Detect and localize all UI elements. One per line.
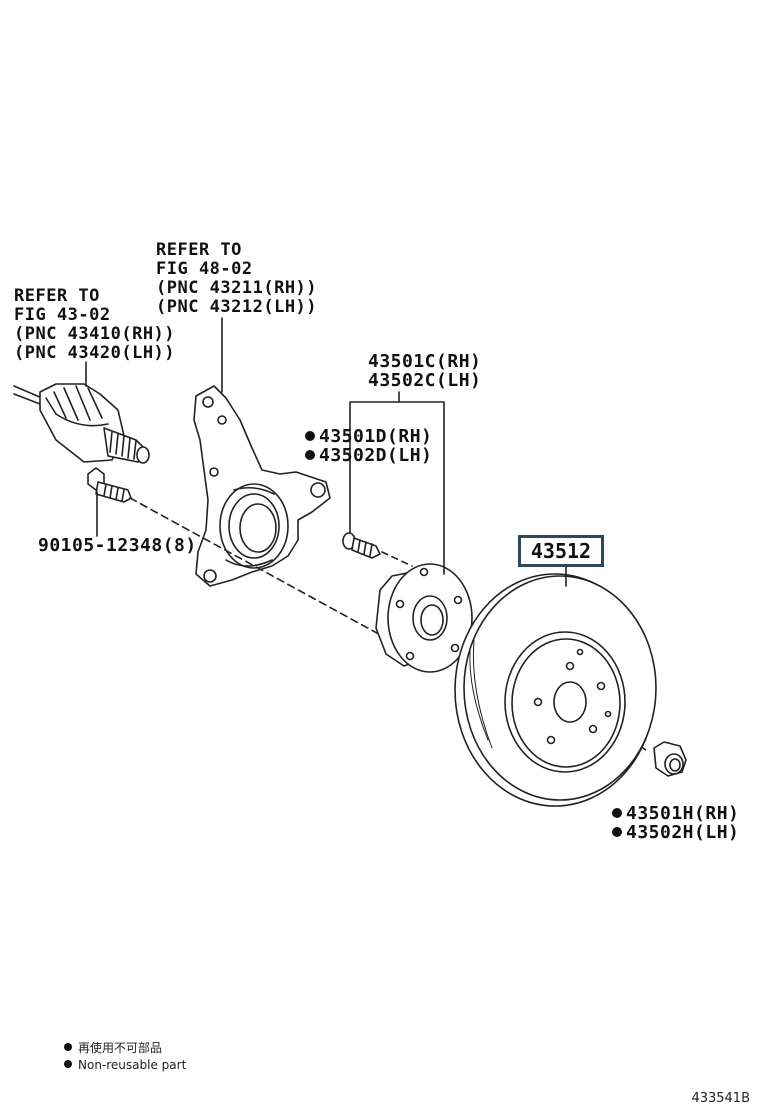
hub-assembly-rh: 43501C(RH) bbox=[368, 351, 482, 372]
hub-bolt-rh: 43501D(RH) bbox=[319, 426, 433, 447]
hub-nut-lh: 43502H(LH) bbox=[626, 822, 740, 843]
steering-knuckle-illustration bbox=[193, 385, 331, 587]
non-reusable-bullet-icon bbox=[612, 808, 622, 818]
hub-bolt-illustration bbox=[342, 532, 381, 559]
drive-shaft-reference-line-3: (PNC 43410(RH)) bbox=[14, 324, 176, 344]
hub-assembly-illustration bbox=[375, 563, 473, 673]
non-reusable-bullet-icon bbox=[305, 450, 315, 460]
knuckle-reference-line-3: (PNC 43211(RH)) bbox=[156, 278, 318, 298]
hub-assembly-part-number: 43501C(RH) 43502C(LH) bbox=[368, 352, 481, 390]
hub-assembly-lh: 43502C(LH) bbox=[368, 370, 482, 391]
knuckle-reference: REFER TO FIG 48-02 (PNC 43211(RH)) (PNC … bbox=[156, 241, 317, 317]
assembly-line bbox=[129, 497, 387, 639]
hub-bolt-part-number: 43501D(RH) 43502D(LH) bbox=[305, 427, 432, 465]
knuckle-bolt-part-number: 90105-12348(8) bbox=[38, 535, 197, 556]
drive-shaft-reference-line-4: (PNC 43420(LH)) bbox=[14, 343, 176, 363]
non-reusable-bullet-icon bbox=[612, 827, 622, 837]
disc-rotor-part-number[interactable]: 43512 bbox=[518, 535, 604, 567]
hub-bolt-lh: 43502D(LH) bbox=[319, 445, 433, 466]
hub-nut-rh: 43501H(RH) bbox=[626, 803, 740, 824]
legend-english: Non-reusable part bbox=[64, 1057, 186, 1073]
drive-shaft-illustration bbox=[13, 383, 150, 464]
hub-nut-part-number: 43501H(RH) 43502H(LH) bbox=[612, 804, 739, 842]
disc-rotor-illustration bbox=[454, 573, 657, 807]
knuckle-reference-line-1: REFER TO bbox=[156, 240, 242, 260]
assembly-line-bolt bbox=[381, 551, 413, 567]
knuckle-reference-line-4: (PNC 43212(LH)) bbox=[156, 297, 318, 317]
leader-hub-assembly bbox=[349, 391, 445, 575]
drive-shaft-reference-line-2: FIG 43-02 bbox=[14, 305, 111, 325]
knuckle-reference-line-2: FIG 48-02 bbox=[156, 259, 253, 279]
knuckle-bolt-illustration bbox=[87, 467, 132, 503]
non-reusable-bullet-icon bbox=[305, 431, 315, 441]
legend-chinese: 再使用不可部品 bbox=[64, 1040, 162, 1056]
drive-shaft-reference-line-1: REFER TO bbox=[14, 286, 100, 306]
figure-id: 433541B bbox=[691, 1091, 750, 1106]
drive-shaft-reference: REFER TO FIG 43-02 (PNC 43410(RH)) (PNC … bbox=[14, 287, 175, 363]
hub-nut-illustration bbox=[653, 741, 687, 777]
legend-bullet-icon bbox=[64, 1060, 72, 1068]
legend-bullet-icon bbox=[64, 1043, 72, 1051]
